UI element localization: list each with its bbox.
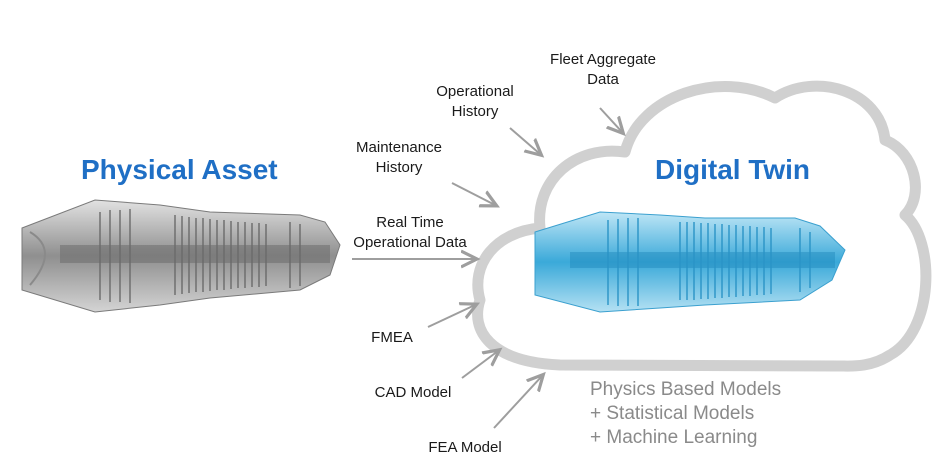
model-machine-learning: + Machine Learning [590,427,758,448]
arrow-fleet [599,107,622,132]
models-list: Physics Based Models + Statistical Model… [590,378,781,450]
label-fea-model: FEA Model [428,439,502,456]
digital-twin-engine-image [534,211,846,313]
cloud-outline [472,80,932,372]
model-statistical: + Statistical Models [590,403,755,424]
physical-asset-title: Physical Asset [81,154,278,185]
arrow-fmea [427,305,475,328]
arrow-maintenance [451,182,495,205]
label-cad-model: CAD Model [374,384,452,401]
arrow-fea [493,376,542,429]
digital-twin-title: Digital Twin [655,154,811,185]
label-fmea: FMEA [371,329,413,346]
model-physics: Physics Based Models [590,379,782,400]
arrow-cad [461,351,498,379]
physical-engine-image [21,199,341,313]
arrow-operational-history [509,127,540,154]
